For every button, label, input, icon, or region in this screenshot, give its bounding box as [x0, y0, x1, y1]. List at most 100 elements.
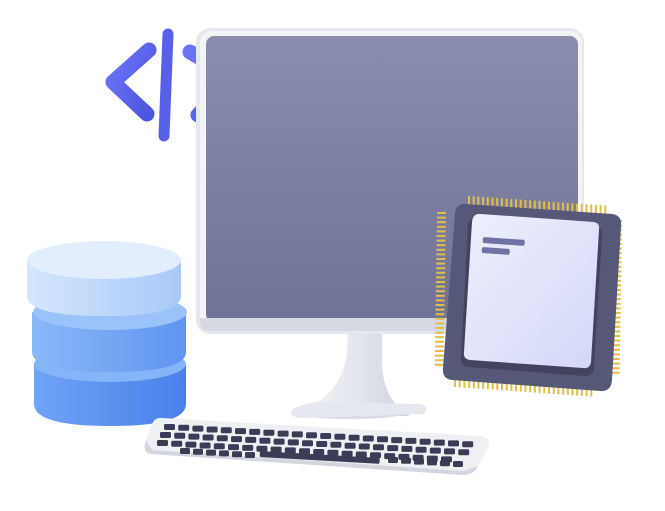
chip-pin — [611, 316, 621, 319]
keyboard-key — [270, 446, 282, 453]
chip-pin — [566, 202, 569, 212]
chip-pin — [496, 381, 499, 390]
keyboard-key — [344, 442, 356, 449]
chip-pin — [435, 294, 445, 297]
chip-pin — [547, 201, 550, 211]
chip-pin — [580, 203, 583, 213]
chip-pin — [437, 212, 446, 214]
keyboard-key — [193, 448, 203, 455]
chip-pin — [611, 307, 621, 310]
keyboard-key — [415, 446, 427, 453]
keyboard-key — [313, 449, 325, 455]
chip-pin — [538, 200, 541, 210]
keyboard-key — [259, 437, 271, 444]
chip-pin — [436, 258, 446, 260]
chip-pin — [436, 248, 446, 251]
keyboard-key — [444, 448, 455, 455]
chip-pin — [496, 198, 499, 207]
keyboard-key — [206, 426, 218, 433]
keyboard-key — [391, 437, 403, 444]
keyboard-key — [180, 448, 190, 454]
chip-pin — [505, 198, 508, 208]
chip-pin — [552, 201, 555, 211]
keyboard-key — [330, 441, 342, 448]
keyboard-key — [174, 432, 186, 439]
keyboard-key — [334, 433, 346, 440]
chip-pin — [529, 200, 532, 210]
chip-pin — [548, 384, 550, 394]
keyboard-key — [263, 429, 275, 436]
chip-pin — [510, 382, 513, 391]
chip-pin — [436, 267, 446, 270]
keyboard — [144, 417, 489, 475]
chip-pin — [519, 382, 522, 392]
chip-pin — [434, 354, 444, 357]
keyboard-key — [220, 427, 232, 434]
keyboard-key — [164, 424, 175, 430]
keyboard-key — [245, 452, 255, 458]
chip-pin — [435, 308, 445, 311]
keyboard-key — [401, 445, 413, 452]
chip-pin — [435, 313, 445, 316]
chip-pin — [576, 386, 579, 396]
keyboard-key — [157, 440, 168, 446]
chip-pin — [436, 262, 446, 265]
chip-pin — [529, 383, 532, 393]
chip-pin — [533, 383, 536, 393]
chip-pin — [610, 371, 620, 374]
chip-pin — [519, 199, 522, 209]
chip-pin — [500, 198, 503, 208]
chip-pin — [436, 225, 446, 228]
chip-pin — [486, 380, 489, 390]
chip-pin — [482, 197, 485, 206]
chip-pin — [436, 253, 446, 256]
chip-pin — [611, 325, 621, 328]
chip-pin — [486, 197, 489, 207]
chip-pin — [594, 204, 597, 214]
chip-pin — [611, 353, 620, 356]
keyboard-keys — [157, 424, 474, 467]
chip-pin — [435, 290, 445, 293]
keyboard-key — [185, 441, 197, 448]
keyboard-key — [440, 460, 450, 467]
chip-pin — [435, 281, 445, 283]
keyboard-key — [429, 447, 441, 454]
keyboard-key — [199, 442, 211, 449]
chip-pin — [435, 317, 445, 320]
keyboard-key — [273, 438, 285, 445]
chip-pin — [472, 379, 475, 389]
keyboard-key — [277, 430, 289, 437]
chip-pin — [491, 380, 494, 390]
chip-pin — [435, 304, 445, 306]
chip-pin — [435, 299, 445, 302]
chip-pin — [435, 327, 445, 329]
chip-pin — [436, 239, 446, 242]
keyboard-key — [228, 444, 239, 451]
keyboard-key — [355, 451, 367, 458]
chip-pin — [533, 200, 536, 210]
chip-pin — [505, 381, 508, 391]
chip-pin — [611, 344, 621, 347]
keyboard-key — [377, 436, 388, 443]
keyboard-key — [299, 448, 310, 455]
chip-pin — [468, 379, 471, 388]
chip-pin — [435, 285, 445, 288]
chip-pin — [510, 199, 513, 208]
keyboard-key — [160, 432, 171, 438]
keyboard-key — [287, 439, 299, 446]
chip-pin — [590, 204, 593, 214]
chip-pin — [580, 386, 583, 396]
chip-pin — [436, 235, 446, 237]
monitor-stand — [291, 330, 427, 419]
keyboard-key — [219, 450, 229, 457]
keyboard-key — [192, 425, 204, 432]
keyboard-key — [358, 443, 370, 450]
keyboard-key — [249, 428, 261, 435]
chip-pin — [435, 322, 445, 325]
keyboard-key — [232, 451, 242, 458]
chip-pin — [436, 230, 446, 233]
keyboard-key — [405, 437, 417, 444]
chip-pin — [435, 331, 445, 334]
keyboard-key — [341, 450, 353, 457]
